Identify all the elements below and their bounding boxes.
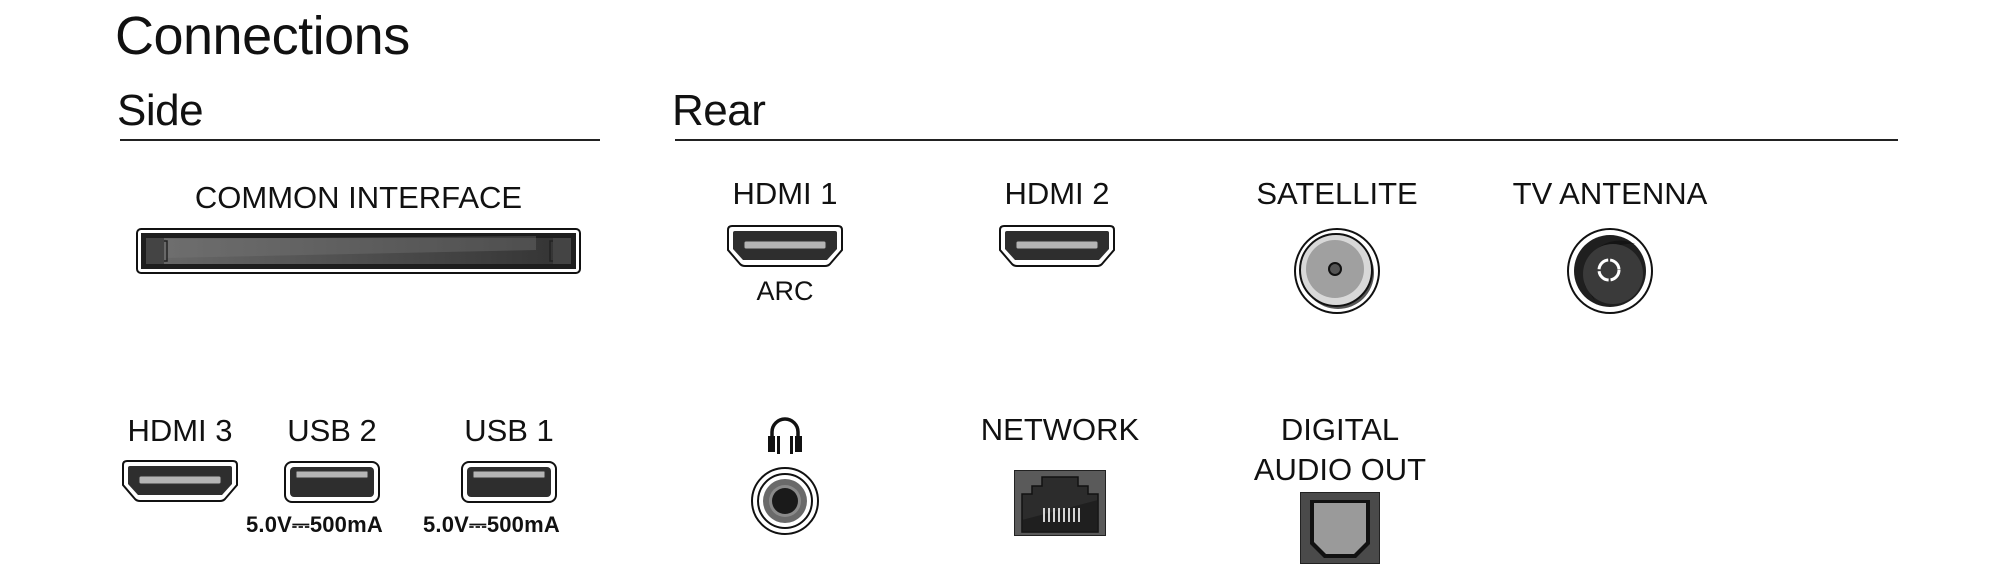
common-interface-label: COMMON INTERFACE (194, 180, 523, 215)
rear-divider (675, 139, 1898, 141)
port-tv-antenna: TV ANTENNA (1500, 176, 1720, 316)
port-digital-audio-out: DIGITAL AUDIO OUT (1230, 412, 1450, 564)
hdmi-port-icon (121, 459, 239, 509)
side-divider (120, 139, 600, 141)
coax-antenna-icon (1565, 226, 1655, 316)
port-headphone (745, 412, 825, 536)
usb-1-power-rating: 5.0V⎓500mA (423, 512, 560, 537)
port-usb-1: USB 1 (449, 413, 569, 503)
ci-slot-icon (136, 228, 581, 274)
hdmi-3-label: HDMI 3 (127, 413, 233, 448)
network-label: NETWORK (980, 412, 1140, 447)
port-common-interface: COMMON INTERFACE (136, 180, 581, 274)
hdmi-1-arc-label: ARC (756, 276, 814, 306)
satellite-label: SATELLITE (1256, 176, 1418, 211)
usb-port-icon (284, 461, 380, 503)
port-usb-2: USB 2 (272, 413, 392, 503)
tv-antenna-label: TV ANTENNA (1512, 176, 1708, 211)
digital-audio-out-label-line1: DIGITAL (1280, 412, 1400, 447)
port-network: NETWORK (960, 412, 1160, 536)
hdmi-1-label: HDMI 1 (732, 176, 838, 211)
port-satellite: SATELLITE (1252, 176, 1422, 316)
hdmi-port-icon (998, 224, 1116, 274)
usb-port-icon (461, 461, 557, 503)
hdmi-port-icon (726, 224, 844, 274)
headphone-icon (765, 412, 805, 456)
section-heading-rear: Rear (672, 86, 766, 135)
optical-port-icon (1300, 492, 1380, 564)
usb-1-label: USB 1 (464, 413, 554, 448)
port-hdmi-3: HDMI 3 (115, 413, 245, 509)
audio-jack-icon (750, 466, 820, 536)
port-hdmi-2: HDMI 2 (992, 176, 1122, 274)
hdmi-2-label: HDMI 2 (1004, 176, 1110, 211)
rj45-port-icon (1014, 470, 1106, 536)
port-hdmi-1: HDMI 1 ARC (720, 176, 850, 307)
usb-2-label: USB 2 (287, 413, 377, 448)
usb-2-power-rating: 5.0V⎓500mA (246, 512, 383, 537)
f-connector-icon (1292, 226, 1382, 316)
page-title: Connections (115, 6, 410, 66)
section-heading-side: Side (117, 86, 204, 135)
digital-audio-out-label-line2: AUDIO OUT (1253, 452, 1427, 487)
